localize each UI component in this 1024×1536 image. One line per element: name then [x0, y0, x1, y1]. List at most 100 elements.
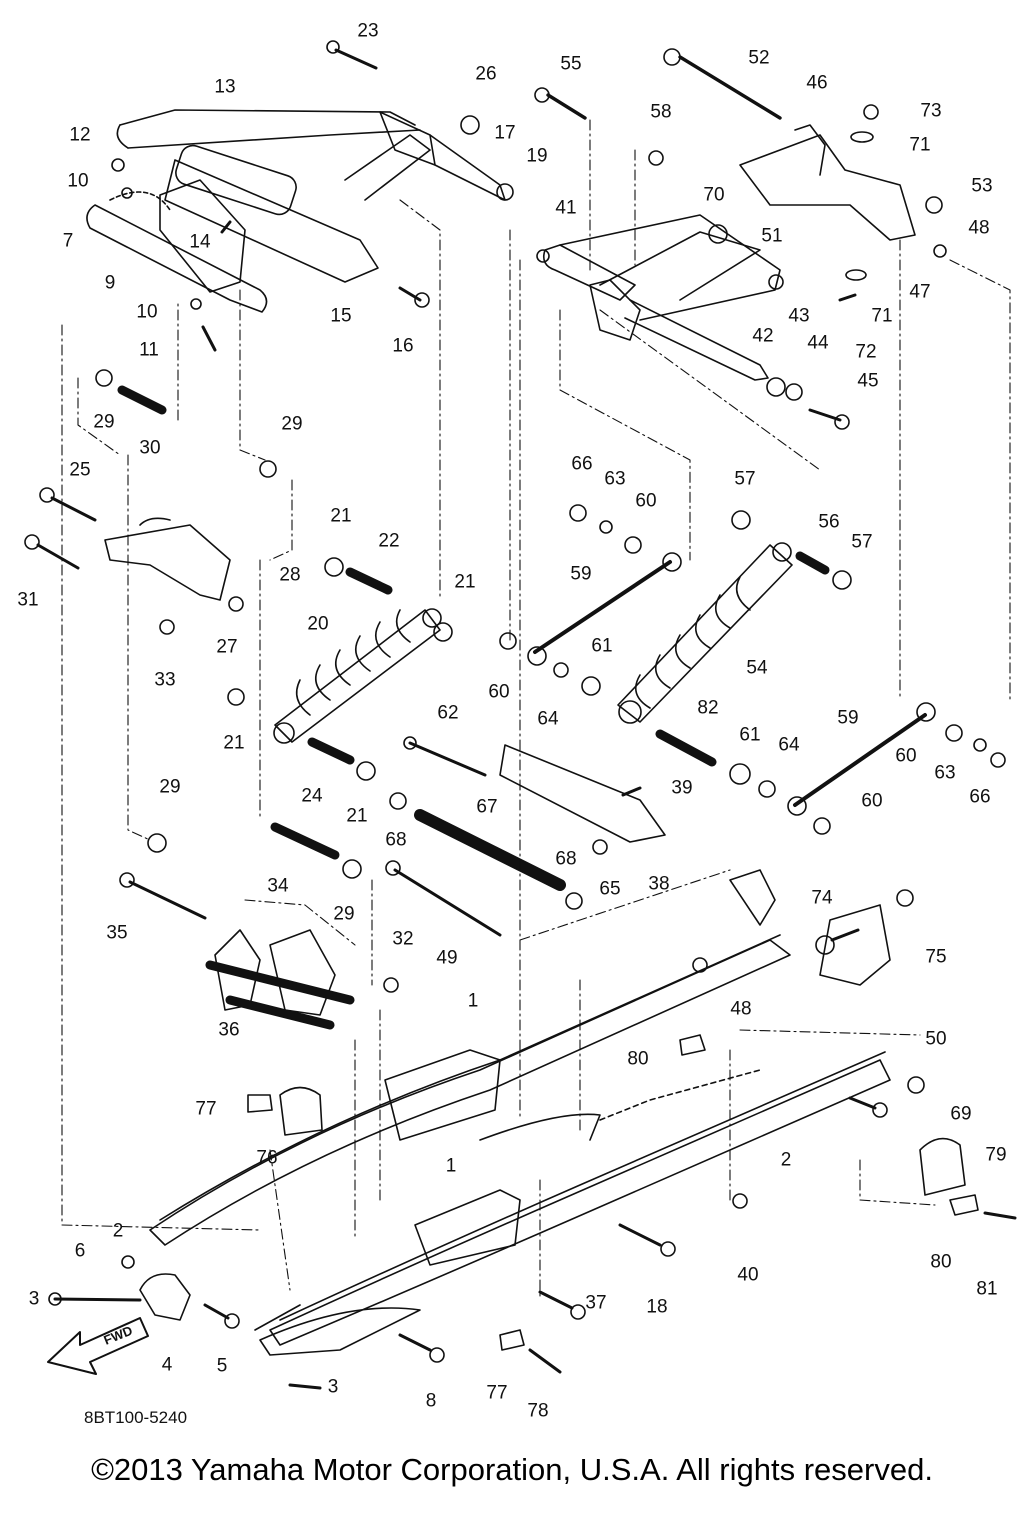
part-label-15: 15: [330, 305, 352, 327]
lower-front-bracket: [205, 929, 355, 1030]
part-label-35: 35: [106, 922, 128, 944]
part-label-1: 1: [445, 1155, 457, 1177]
part-label-20: 20: [307, 613, 329, 635]
part-label-59: 59: [837, 707, 859, 729]
part-label-23: 23: [357, 20, 379, 42]
slide-rails: [149, 869, 891, 1356]
part-label-59: 59: [570, 563, 592, 585]
part-label-37: 37: [585, 1292, 607, 1314]
rear-arm-assembly: [534, 48, 947, 430]
part-label-29: 29: [159, 776, 181, 798]
part-label-72: 72: [855, 341, 877, 363]
part-label-67: 67: [476, 796, 498, 818]
part-label-25: 25: [69, 459, 91, 481]
part-label-81: 81: [976, 1278, 998, 1300]
part-label-44: 44: [807, 332, 829, 354]
part-label-11: 11: [139, 339, 159, 361]
part-label-68: 68: [555, 848, 577, 870]
part-label-64: 64: [778, 734, 800, 756]
part-label-12: 12: [69, 124, 91, 146]
part-label-39: 39: [671, 777, 693, 799]
parts-drawing: FWD: [24, 40, 1017, 1390]
part-label-45: 45: [857, 370, 879, 392]
part-label-51: 51: [761, 225, 783, 247]
part-label-29: 29: [281, 413, 303, 435]
part-label-79: 79: [985, 1144, 1007, 1166]
part-label-66: 66: [571, 453, 593, 475]
part-label-57: 57: [734, 468, 756, 490]
part-label-6: 6: [74, 1240, 86, 1262]
part-label-60: 60: [895, 745, 917, 767]
part-label-64: 64: [537, 708, 559, 730]
part-label-70: 70: [703, 184, 725, 206]
part-label-78: 78: [527, 1400, 549, 1422]
part-label-56: 56: [818, 511, 840, 533]
part-label-42: 42: [752, 325, 774, 347]
part-label-73: 73: [920, 100, 942, 122]
part-label-48: 48: [730, 998, 752, 1020]
drawing-code: 8BT100-5240: [84, 1408, 188, 1427]
part-label-33: 33: [154, 669, 176, 691]
part-label-68: 68: [385, 829, 407, 851]
part-label-38: 38: [648, 873, 670, 895]
copyright-notice: ©2013 Yamaha Motor Corporation, U.S.A. A…: [91, 1452, 933, 1487]
part-label-77: 77: [486, 1382, 508, 1404]
rear-shock: [617, 510, 852, 798]
bottom-hardware: [48, 889, 1017, 1390]
part-label-62: 62: [437, 702, 459, 724]
part-label-13: 13: [214, 76, 236, 98]
part-label-55: 55: [560, 53, 582, 75]
assembly-lines: [61, 119, 1011, 1301]
part-label-34: 34: [267, 875, 289, 897]
part-label-14: 14: [189, 231, 211, 253]
part-label-80: 80: [627, 1048, 649, 1070]
part-label-65: 65: [599, 878, 621, 900]
part-label-29: 29: [333, 903, 355, 925]
part-label-46: 46: [806, 72, 828, 94]
part-label-10: 10: [136, 301, 158, 323]
part-label-16: 16: [392, 335, 414, 357]
part-label-22: 22: [378, 530, 400, 552]
part-label-61: 61: [739, 724, 761, 746]
part-label-3: 3: [327, 1376, 339, 1398]
part-label-47: 47: [909, 281, 931, 303]
part-label-52: 52: [748, 47, 770, 69]
part-label-60: 60: [861, 790, 883, 812]
part-label-21: 21: [223, 732, 245, 754]
part-label-21: 21: [454, 571, 476, 593]
part-label-29: 29: [93, 411, 115, 433]
front-arm-assembly: [86, 40, 514, 352]
part-label-21: 21: [346, 805, 368, 827]
part-label-60: 60: [488, 681, 510, 703]
part-label-31: 31: [17, 589, 39, 611]
link-rods: [499, 504, 1006, 835]
part-label-41: 41: [555, 197, 577, 219]
front-bracket: [24, 369, 399, 993]
part-label-1: 1: [467, 990, 479, 1012]
part-label-58: 58: [650, 101, 672, 123]
part-label-63: 63: [604, 468, 626, 490]
part-label-26: 26: [475, 63, 497, 85]
part-label-66: 66: [969, 786, 991, 808]
part-label-5: 5: [216, 1355, 228, 1377]
part-label-2: 2: [780, 1149, 792, 1171]
part-label-77: 77: [195, 1098, 217, 1120]
part-label-19: 19: [526, 145, 548, 167]
part-label-61: 61: [591, 635, 613, 657]
part-label-24: 24: [301, 785, 323, 807]
front-shock: [273, 557, 453, 781]
pivot-shaft-assembly: [385, 736, 666, 937]
part-label-2: 2: [112, 1220, 124, 1242]
part-label-71: 71: [871, 305, 893, 327]
part-label-18: 18: [646, 1296, 668, 1318]
part-label-8: 8: [425, 1390, 437, 1412]
part-label-3: 3: [28, 1288, 40, 1310]
part-label-49: 49: [436, 947, 458, 969]
part-label-74: 74: [811, 887, 833, 909]
part-label-69: 69: [950, 1103, 972, 1125]
part-label-60: 60: [635, 490, 657, 512]
part-label-50: 50: [925, 1028, 947, 1050]
part-label-40: 40: [737, 1264, 759, 1286]
part-label-82: 82: [697, 697, 719, 719]
